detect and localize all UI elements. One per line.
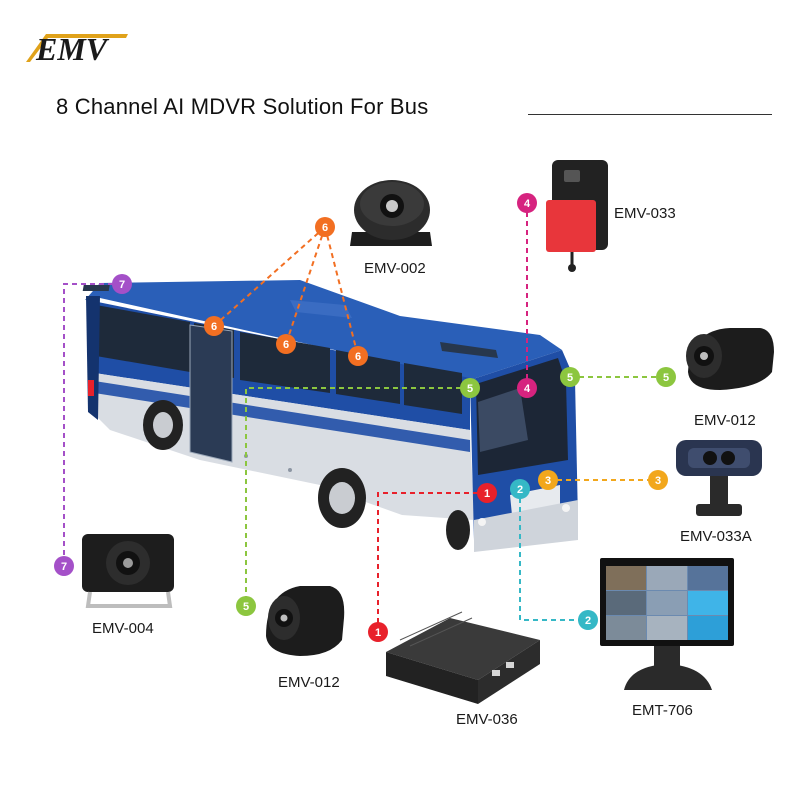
connector-lines — [63, 203, 666, 632]
connector-6a — [213, 226, 326, 327]
channel-badge-5-device-right: 5 — [656, 367, 676, 387]
page-title: 8 Channel AI MDVR Solution For Bus — [56, 94, 429, 119]
channel-badge-7-device: 7 — [54, 556, 74, 576]
connector-5a — [245, 387, 470, 606]
connector-2 — [519, 489, 588, 621]
channel-badge-3-bus: 3 — [538, 470, 558, 490]
channel-badge-6-c: 6 — [348, 346, 368, 366]
emv-012-side-camera-bottom — [266, 586, 345, 656]
label-emv-012-bottom: EMV-012 — [278, 674, 340, 691]
channel-badge-1-bus: 1 — [477, 483, 497, 503]
channel-badge-6-b: 6 — [276, 334, 296, 354]
label-emv-033a: EMV-033A — [680, 528, 752, 545]
connector-1 — [377, 492, 487, 632]
label-emv-004: EMV-004 — [92, 620, 154, 637]
svg-text:2: 2 — [585, 615, 591, 627]
emt-706-monitor — [600, 558, 734, 690]
svg-text:7: 7 — [61, 561, 67, 573]
channel-badge-7-bus: 7 — [112, 274, 132, 294]
emv-012-side-camera-right — [686, 328, 774, 390]
channel-badge-4-bus: 4 — [517, 378, 537, 398]
channel-badge-4-device: 4 — [517, 193, 537, 213]
channel-badge-5-device-bottom: 5 — [236, 596, 256, 616]
connector-7 — [63, 283, 122, 566]
label-emv-012-right: EMV-012 — [694, 412, 756, 429]
svg-text:5: 5 — [567, 372, 573, 384]
svg-text:5: 5 — [663, 372, 669, 384]
emv-036-mdvr-recorder — [386, 611, 540, 704]
channel-badge-2-device: 2 — [578, 610, 598, 630]
emv-033a-adas-camera — [676, 440, 762, 516]
emv-002-dome-camera — [350, 180, 432, 246]
channel-badge-1-device: 1 — [368, 622, 388, 642]
bus-illustration — [82, 280, 578, 552]
channel-badge-6-a: 6 — [204, 316, 224, 336]
label-emv-036: EMV-036 — [456, 711, 518, 728]
svg-text:3: 3 — [545, 475, 551, 487]
channel-badge-2-bus: 2 — [510, 479, 530, 499]
logo-text: EMV — [35, 31, 110, 67]
svg-text:6: 6 — [283, 339, 289, 351]
channel-badge-3-device: 3 — [648, 470, 668, 490]
svg-text:6: 6 — [355, 351, 361, 363]
svg-text:1: 1 — [375, 627, 381, 639]
label-emv-033: EMV-033 — [614, 205, 676, 222]
channel-badges: 7 7 6 6 6 6 4 4 5 5 5 5 3 3 2 2 1 1 — [54, 193, 676, 642]
connector-6b — [285, 226, 326, 345]
emv-004-rear-camera — [82, 534, 174, 608]
emv-033-driver-camera — [546, 160, 608, 272]
label-emv-002: EMV-002 — [364, 260, 426, 277]
svg-text:7: 7 — [119, 279, 125, 291]
title-divider — [528, 114, 772, 115]
svg-text:5: 5 — [467, 383, 473, 395]
svg-text:6: 6 — [211, 321, 217, 333]
channel-badge-5-bus-right: 5 — [560, 367, 580, 387]
channel-badge-5-bus-left: 5 — [460, 378, 480, 398]
channel-badge-6-hub: 6 — [315, 217, 335, 237]
svg-text:2: 2 — [517, 484, 523, 496]
label-emt-706: EMT-706 — [632, 702, 693, 719]
svg-text:5: 5 — [243, 601, 249, 613]
emv-logo: EMV — [26, 31, 128, 67]
svg-text:6: 6 — [322, 222, 328, 234]
svg-text:4: 4 — [524, 383, 531, 395]
svg-text:1: 1 — [484, 488, 490, 500]
svg-text:4: 4 — [524, 198, 531, 210]
svg-text:3: 3 — [655, 475, 661, 487]
connector-6c — [324, 226, 359, 357]
